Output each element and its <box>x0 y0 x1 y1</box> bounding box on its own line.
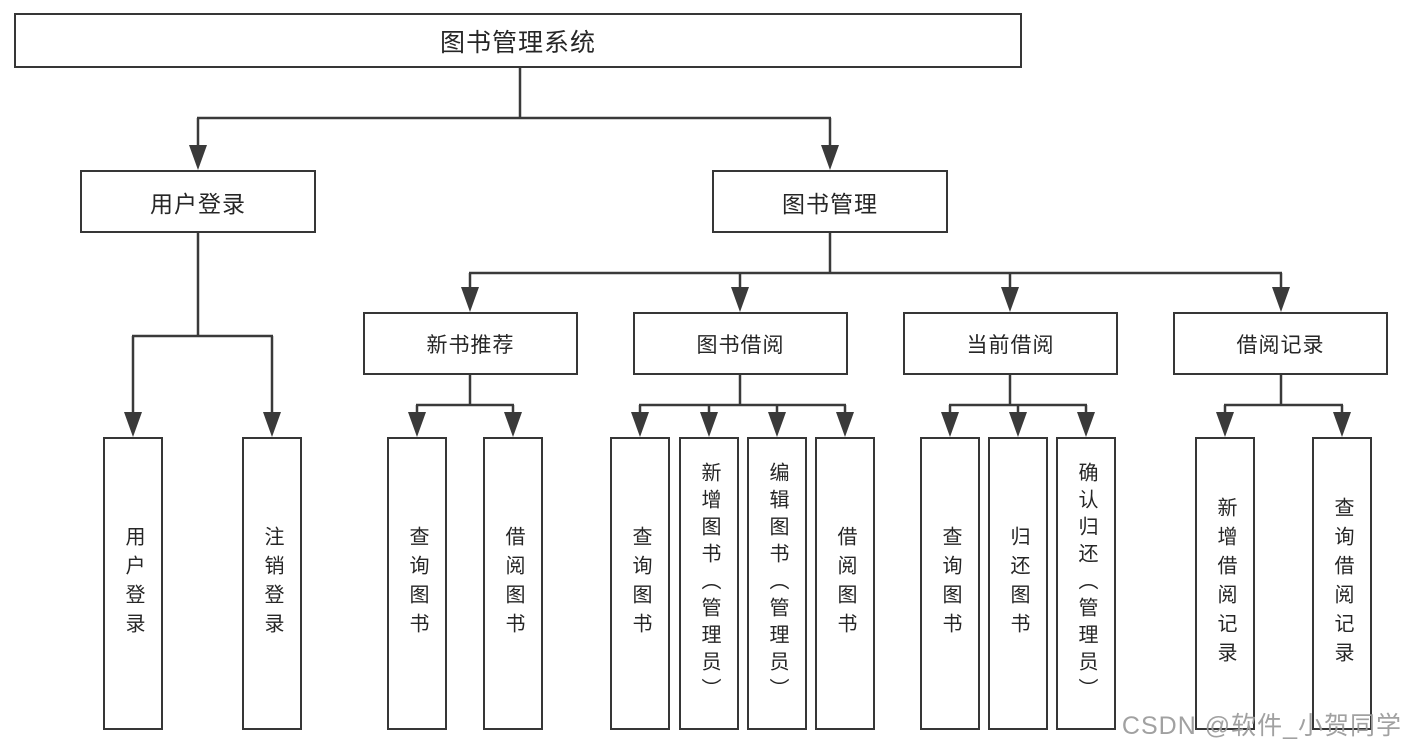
node-label: 新书推荐 <box>426 333 515 357</box>
leaf-borrow-books: 借阅图书 <box>815 437 875 730</box>
node-new-book-recommend: 新书推荐 <box>363 312 578 375</box>
node-library-management-system: 图书管理系统 <box>14 13 1022 68</box>
leaf-query-books: 查询图书 <box>387 437 447 730</box>
leaf-borrow-books: 借阅图书 <box>483 437 543 730</box>
node-label: 借阅记录 <box>1236 333 1325 357</box>
node-label: 图书管理系统 <box>439 28 596 57</box>
node-user-login: 用户登录 <box>80 170 316 233</box>
csdn-watermark: CSDN @软件_小贺同学 <box>1121 712 1402 740</box>
leaf-user-login: 用户登录 <box>103 437 163 730</box>
leaf-query-books: 查询图书 <box>610 437 670 730</box>
leaf-return-books: 归还图书 <box>988 437 1048 730</box>
node-label: 用户登录 <box>150 190 246 217</box>
node-current-borrow: 当前借阅 <box>903 312 1118 375</box>
node-book-management: 图书管理 <box>712 170 948 233</box>
node-label: 图书借阅 <box>696 333 785 357</box>
node-label: 图书管理 <box>782 190 878 217</box>
node-label: 当前借阅 <box>966 333 1055 357</box>
leaf-query-books: 查询图书 <box>920 437 980 730</box>
leaf-add-borrow-record: 新增借阅记录 <box>1195 437 1255 730</box>
node-borrow-records: 借阅记录 <box>1173 312 1388 375</box>
leaf-add-books-admin: 新增图书（管理员） <box>679 437 739 730</box>
node-book-borrow: 图书借阅 <box>633 312 848 375</box>
leaf-query-borrow-record: 查询借阅记录 <box>1312 437 1372 730</box>
leaf-confirm-return-admin: 确认归还（管理员） <box>1056 437 1116 730</box>
leaf-edit-books-admin: 编辑图书（管理员） <box>747 437 807 730</box>
leaf-logout: 注销登录 <box>242 437 302 730</box>
